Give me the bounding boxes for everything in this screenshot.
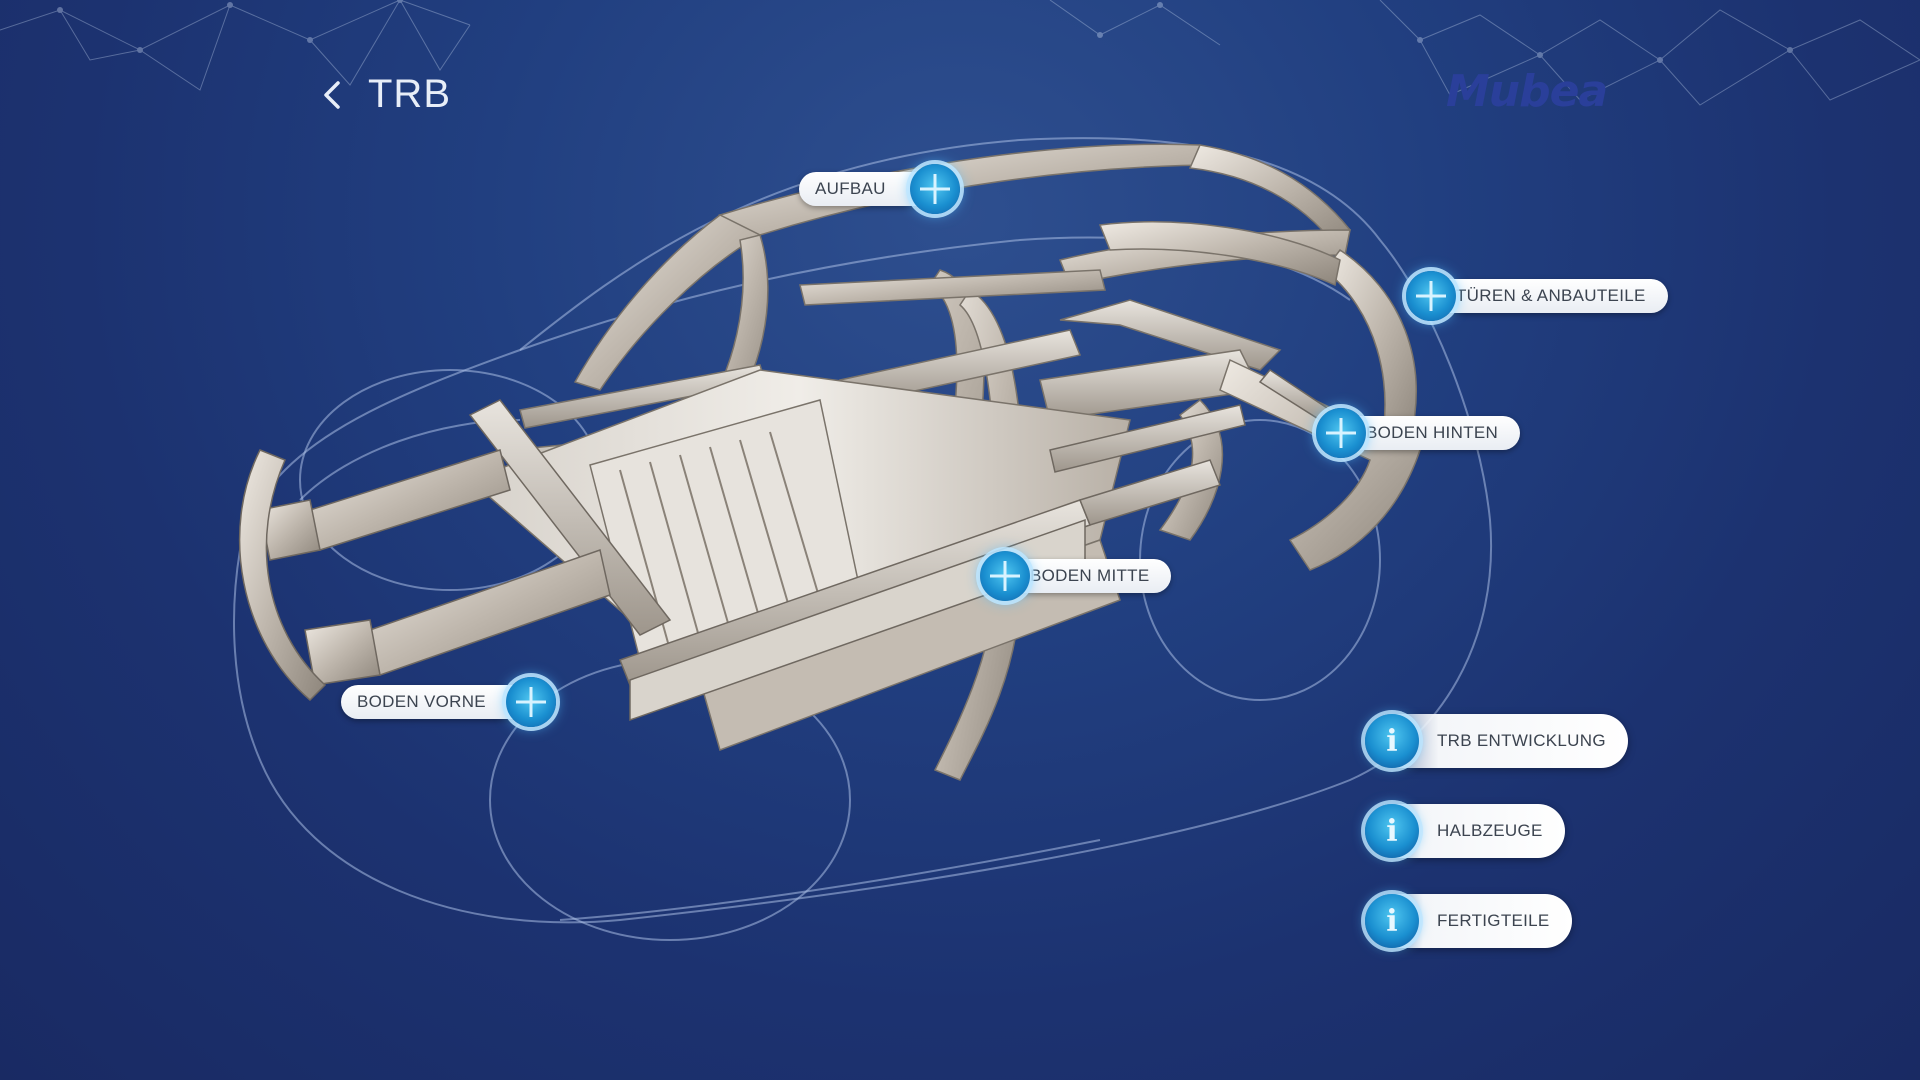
hotspot-aufbau[interactable]: AUFBAU [799,164,960,214]
info-button-halbzeuge[interactable]: HALBZEUGE i [1365,804,1565,858]
page-title: TRB [368,72,451,116]
hotspot-label: BODEN VORNE [341,685,534,719]
plus-icon[interactable] [506,677,556,727]
hotspot-boden-mitte[interactable]: BODEN MITTE [980,551,1172,601]
info-icon[interactable]: i [1365,804,1419,858]
hotspot-boden-hinten[interactable]: BODEN HINTEN [1316,408,1521,458]
info-icon[interactable]: i [1365,714,1419,768]
hotspot-boden-vorne[interactable]: BODEN VORNE [341,677,556,727]
chevron-left-icon [324,80,340,109]
plus-icon[interactable] [1406,271,1456,321]
info-button-fertigteile[interactable]: FERTIGTEILE i [1365,894,1572,948]
plus-icon[interactable] [910,164,960,214]
info-button-trb-entwicklung[interactable]: TRB ENTWICKLUNG i [1365,714,1628,768]
plus-icon[interactable] [980,551,1030,601]
back-button[interactable]: TRB [318,72,451,117]
network-background [0,0,1920,106]
hotspot-tueren-anbauteile[interactable]: TÜREN & ANBAUTEILE [1406,271,1668,321]
info-icon[interactable]: i [1365,894,1419,948]
mubea-logo: Mubea [1446,66,1608,117]
plus-icon[interactable] [1316,408,1366,458]
